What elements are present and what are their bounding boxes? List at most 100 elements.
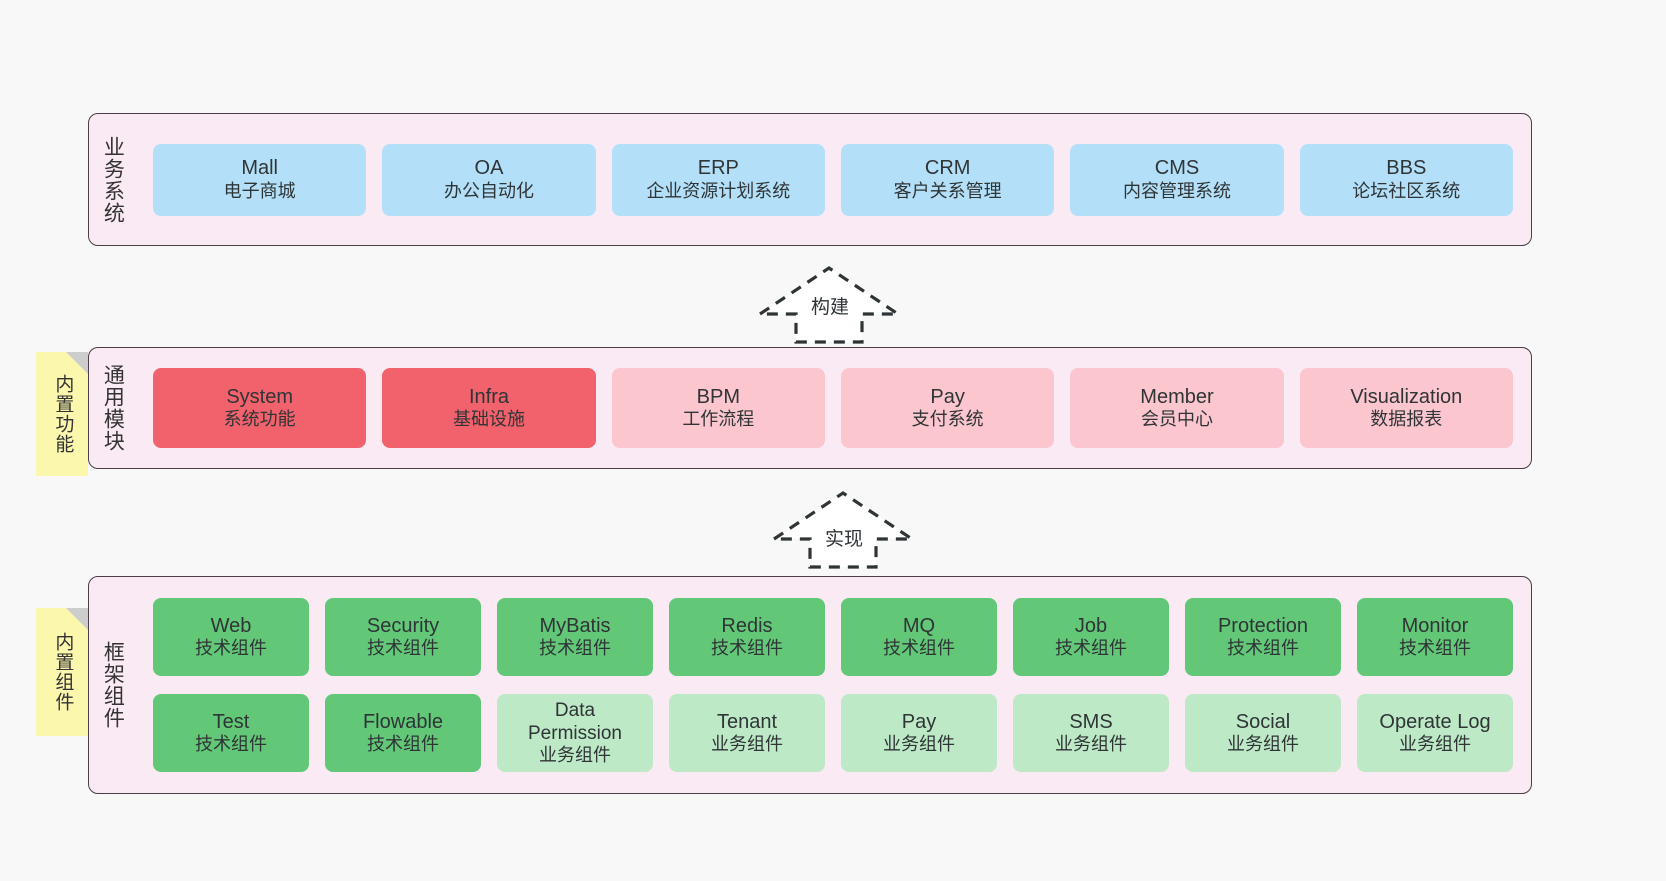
- node-web[interactable]: Web 技术组件: [153, 598, 309, 676]
- node-subtitle: 系统功能: [223, 409, 296, 430]
- node-infra[interactable]: Infra 基础设施: [382, 368, 596, 448]
- node-pay-component[interactable]: Pay 业务组件: [841, 694, 997, 772]
- node-subtitle: 业务组件: [539, 745, 611, 766]
- node-title: Social: [1235, 710, 1291, 733]
- node-title: CRM: [924, 157, 971, 180]
- node-subtitle: 论坛社区系统: [1352, 180, 1461, 201]
- layer-title-common-modules: 通用模块: [101, 364, 125, 452]
- node-title: ERP: [697, 157, 739, 180]
- node-title: Monitor: [1401, 614, 1469, 637]
- sticky-note-builtin-features: 内置功能: [36, 352, 88, 476]
- node-social[interactable]: Social 业务组件: [1185, 694, 1341, 772]
- layer-body-common-modules: System 系统功能 Infra 基础设施 BPM 工作流程 Pay 支付系统…: [135, 348, 1531, 468]
- node-subtitle: 业务组件: [1399, 734, 1471, 755]
- layer-business-systems: 业务系统 Mall 电子商城 OA 办公自动化 ERP 企业资源计划系统 CRM…: [88, 113, 1532, 246]
- node-bpm[interactable]: BPM 工作流程: [611, 368, 825, 448]
- node-title: CMS: [1154, 157, 1200, 180]
- node-title: Infra: [468, 385, 509, 408]
- node-subtitle: 技术组件: [1227, 638, 1299, 659]
- node-protection[interactable]: Protection 技术组件: [1185, 598, 1341, 676]
- node-title: Mall: [241, 157, 278, 180]
- layer-body-business-systems: Mall 电子商城 OA 办公自动化 ERP 企业资源计划系统 CRM 客户关系…: [135, 114, 1531, 245]
- node-title: Operate Log: [1379, 710, 1491, 733]
- layer-framework-components: 框架组件 Web 技术组件 Security 技术组件 MyBatis 技术组件…: [88, 576, 1532, 794]
- node-row: System 系统功能 Infra 基础设施 BPM 工作流程 Pay 支付系统…: [153, 368, 1513, 448]
- node-subtitle: 业务组件: [711, 734, 783, 755]
- layer-title-framework-components: 框架组件: [101, 641, 125, 729]
- node-subtitle: 数据报表: [1370, 409, 1443, 430]
- node-subtitle: 会员中心: [1140, 409, 1213, 430]
- node-title: OA: [474, 157, 504, 180]
- node-subtitle: 基础设施: [452, 409, 525, 430]
- node-mq[interactable]: MQ 技术组件: [841, 598, 997, 676]
- node-subtitle: 技术组件: [539, 638, 611, 659]
- node-job[interactable]: Job 技术组件: [1013, 598, 1169, 676]
- node-subtitle: 工作流程: [682, 409, 755, 430]
- node-subtitle: 技术组件: [1399, 638, 1471, 659]
- node-pay[interactable]: Pay 支付系统: [840, 368, 1055, 448]
- sticky-note-builtin-components: 内置组件: [36, 608, 88, 736]
- note-label: 内置功能: [52, 374, 74, 454]
- node-oa[interactable]: OA 办公自动化: [382, 143, 596, 216]
- node-crm[interactable]: CRM 客户关系管理: [840, 143, 1055, 216]
- node-sms[interactable]: SMS 业务组件: [1013, 694, 1169, 772]
- note-fold-corner-icon: [66, 608, 88, 630]
- node-data-permission[interactable]: Data Permission 业务组件: [497, 694, 653, 772]
- implement-arrow-label: 实现: [825, 529, 864, 550]
- node-title: SMS: [1069, 710, 1113, 733]
- node-title: Protection: [1217, 614, 1309, 637]
- node-tenant[interactable]: Tenant 业务组件: [669, 694, 825, 772]
- node-security[interactable]: Security 技术组件: [325, 598, 481, 676]
- node-subtitle: 电子商城: [223, 180, 296, 201]
- node-flowable[interactable]: Flowable 技术组件: [325, 694, 481, 772]
- node-mybatis[interactable]: MyBatis 技术组件: [497, 598, 653, 676]
- node-system[interactable]: System 系统功能: [153, 368, 367, 448]
- node-title: Redis: [721, 614, 773, 637]
- node-title: Pay: [930, 385, 965, 408]
- node-erp[interactable]: ERP 企业资源计划系统: [611, 143, 825, 216]
- node-title: MQ: [902, 614, 936, 637]
- node-bbs[interactable]: BBS 论坛社区系统: [1299, 143, 1513, 216]
- node-subtitle: 技术组件: [367, 638, 439, 659]
- node-mall[interactable]: Mall 电子商城: [153, 143, 367, 216]
- layer-body-framework-components: Web 技术组件 Security 技术组件 MyBatis 技术组件 Redi…: [135, 577, 1531, 793]
- node-title: System: [226, 385, 293, 408]
- build-arrow-label: 构建: [811, 297, 850, 318]
- node-monitor[interactable]: Monitor 技术组件: [1357, 598, 1513, 676]
- node-subtitle: 技术组件: [195, 734, 267, 755]
- node-test[interactable]: Test 技术组件: [153, 694, 309, 772]
- node-cms[interactable]: CMS 内容管理系统: [1070, 143, 1284, 216]
- implement-arrow: [770, 487, 916, 571]
- node-row: Mall 电子商城 OA 办公自动化 ERP 企业资源计划系统 CRM 客户关系…: [153, 143, 1513, 216]
- node-subtitle: 业务组件: [1055, 734, 1127, 755]
- node-subtitle: 业务组件: [1227, 734, 1299, 755]
- node-subtitle: 企业资源计划系统: [646, 180, 791, 201]
- node-title: Visualization: [1350, 385, 1463, 408]
- layer-common-modules: 通用模块 System 系统功能 Infra 基础设施 BPM 工作流程 Pay…: [88, 347, 1532, 469]
- node-row: Test 技术组件 Flowable 技术组件 Data Permission …: [153, 694, 1513, 772]
- node-subtitle: 技术组件: [367, 734, 439, 755]
- build-arrow: [756, 262, 902, 346]
- node-subtitle: 客户关系管理: [893, 180, 1002, 201]
- node-redis[interactable]: Redis 技术组件: [669, 598, 825, 676]
- node-subtitle: 内容管理系统: [1122, 180, 1231, 201]
- node-subtitle: 办公自动化: [443, 180, 534, 201]
- node-subtitle: 技术组件: [195, 638, 267, 659]
- node-title: MyBatis: [539, 614, 611, 637]
- layer-title-business-systems: 业务系统: [101, 135, 125, 224]
- node-title: Job: [1074, 614, 1108, 637]
- node-title: Security: [366, 614, 440, 637]
- node-visualization[interactable]: Visualization 数据报表: [1299, 368, 1513, 448]
- node-title: Web: [210, 614, 252, 637]
- node-row: Web 技术组件 Security 技术组件 MyBatis 技术组件 Redi…: [153, 598, 1513, 676]
- node-title: Flowable: [362, 710, 444, 733]
- node-operate-log[interactable]: Operate Log 业务组件: [1357, 694, 1513, 772]
- node-member[interactable]: Member 会员中心: [1070, 368, 1284, 448]
- node-subtitle: 技术组件: [883, 638, 955, 659]
- node-title: Member: [1140, 385, 1214, 408]
- node-subtitle: 支付系统: [911, 409, 984, 430]
- node-subtitle: 技术组件: [1055, 638, 1127, 659]
- node-title: Tenant: [716, 710, 778, 733]
- node-title: Test: [212, 710, 250, 733]
